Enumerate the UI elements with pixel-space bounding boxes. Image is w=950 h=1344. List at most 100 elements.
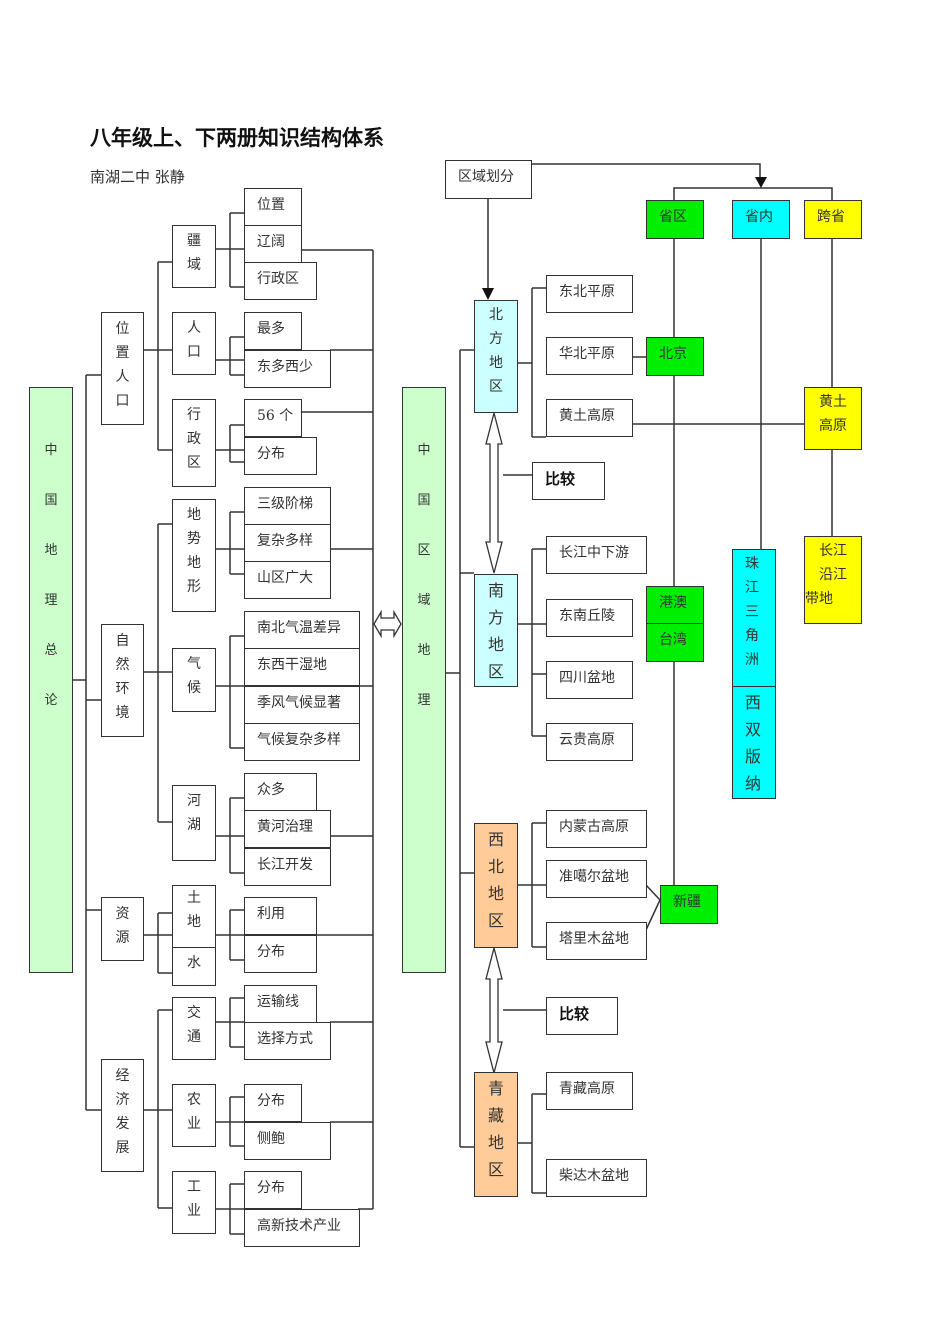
sub-southeast-hills: 东南丘陵 (546, 599, 633, 637)
leaf-label: 辽阔 (257, 234, 285, 250)
char: 黄土 (819, 394, 847, 410)
topic-terrain: 地 势 地 形 (172, 499, 216, 612)
char: 角 (745, 628, 759, 644)
sub-north-china-plain: 华北平原 (546, 337, 633, 375)
char: 域 (417, 593, 431, 608)
example-hk-macao: 港澳 (646, 586, 704, 625)
leaf-distribution: 分布 (244, 1084, 302, 1122)
category-province: 省区 (646, 200, 704, 239)
region-south: 南 方 地 区 (474, 574, 518, 687)
leaf-label: 利用 (257, 906, 285, 922)
char: 人 (115, 369, 130, 385)
leaf-utilization: 利用 (244, 897, 317, 935)
category-label: 跨省 (817, 209, 845, 225)
leaf-distribution: 分布 (244, 935, 317, 973)
root-china-regional-geography: 中 国 区 域 地 理 (402, 387, 446, 973)
compare-label: 比较 (545, 470, 576, 488)
leaf-label: 高新技术产业 (257, 1218, 341, 1234)
leaf-location: 位置 (244, 188, 302, 226)
leaf-choose-mode: 选择方式 (244, 1022, 331, 1060)
char: 自 (115, 633, 130, 649)
leaf-distribution: 分布 (244, 1171, 302, 1209)
char: 北 (489, 307, 503, 323)
char: 区 (489, 379, 503, 395)
leaf-label: 选择方式 (257, 1031, 313, 1047)
leaf-admin-region: 行政区 (244, 262, 317, 300)
char: 资 (115, 906, 130, 922)
sub-inner-mongolia-plateau: 内蒙古高原 (546, 810, 647, 848)
char: 位 (115, 321, 130, 337)
example-label: 台湾 (659, 632, 687, 648)
char: 地 (187, 914, 201, 930)
sub-label: 柴达木盆地 (559, 1168, 629, 1184)
char: 形 (187, 579, 201, 595)
char: 置 (115, 345, 130, 361)
region-qingzang: 青 藏 地 区 (474, 1072, 518, 1197)
char: 版 (745, 747, 762, 766)
leaf-label: 56 个 (257, 408, 294, 424)
topic-administrative-division: 行 政 区 (172, 399, 216, 487)
root-china-geography-overview: 中 国 地 理 总 论 (29, 387, 73, 973)
group-natural-environment: 自 然 环 境 (101, 624, 144, 737)
char: 交 (187, 1005, 201, 1021)
char: 理 (44, 593, 58, 608)
char: 济 (115, 1092, 130, 1108)
char: 中 (417, 443, 431, 458)
sub-loess-plateau: 黄土高原 (546, 399, 633, 437)
leaf-label: 三级阶梯 (257, 496, 313, 512)
char: 展 (115, 1140, 130, 1156)
category-label: 省区 (659, 209, 687, 225)
topic-transportation: 交 通 (172, 997, 216, 1060)
leaf-types: 侧鲍 (244, 1122, 331, 1160)
topic-water: 水 (172, 947, 216, 986)
leaf-yellow-river: 黄河治理 (244, 810, 331, 848)
topic-land: 土 地 (172, 885, 216, 949)
char: 经 (115, 1068, 130, 1084)
author-label: 南湖二中 张静 (90, 168, 185, 186)
char: 国 (44, 493, 58, 508)
topic-agriculture: 农 业 (172, 1084, 216, 1147)
leaf-monsoon: 季风气候显著 (244, 686, 360, 724)
char: 源 (115, 930, 130, 946)
page-title: 八年级上、下两册知识结构体系 (90, 126, 384, 150)
char: 地 (417, 643, 431, 658)
char: 三 (745, 604, 759, 620)
compare-label: 比较 (559, 1005, 590, 1023)
example-xishuangbanna: 西 双 版 纳 (732, 686, 776, 799)
topic-population: 人 口 (172, 312, 216, 375)
example-label: 新疆 (673, 894, 701, 910)
char: 业 (187, 1203, 201, 1219)
char: 地 (44, 543, 58, 558)
leaf-label: 分布 (257, 944, 285, 960)
example-label: 港澳 (659, 595, 687, 611)
leaf-label: 季风气候显著 (257, 695, 341, 711)
char: 西 (487, 830, 504, 849)
leaf-numerous: 众多 (244, 773, 317, 811)
sub-label: 塔里木盆地 (559, 931, 629, 947)
char: 人 (187, 320, 201, 336)
leaf-label: 位置 (257, 197, 285, 213)
region-division-box: 区域划分 (445, 160, 532, 199)
sub-yungui-plateau: 云贵高原 (546, 723, 633, 761)
char: 双 (745, 720, 762, 739)
leaf-label: 分布 (257, 1180, 285, 1196)
char: 气 (187, 656, 201, 672)
char: 地 (487, 884, 504, 903)
group-economic-development: 经 济 发 展 (101, 1059, 144, 1172)
sub-northeast-plain: 东北平原 (546, 275, 633, 313)
leaf-ew-dry-wet: 东西干湿地 (244, 648, 360, 686)
sub-label: 四川盆地 (559, 670, 615, 686)
char: 工 (187, 1179, 201, 1195)
group-location-population: 位 置 人 口 (101, 312, 144, 425)
example-beijing: 北京 (646, 337, 704, 376)
sub-label: 青藏高原 (559, 1081, 615, 1097)
leaf-label: 行政区 (257, 271, 299, 287)
leaf-distribution: 分布 (244, 437, 317, 475)
char: 区 (487, 1160, 504, 1179)
region-northwest: 西 北 地 区 (474, 823, 518, 948)
char: 北 (487, 857, 504, 876)
leaf-high-tech: 高新技术产业 (244, 1209, 360, 1247)
group-resources: 资 源 (101, 897, 144, 961)
sub-label: 云贵高原 (559, 732, 615, 748)
